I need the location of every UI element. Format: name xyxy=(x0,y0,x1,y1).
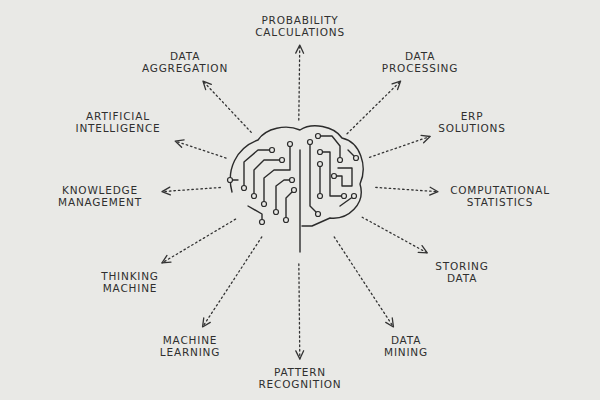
topic-label: DATA AGGREGATION xyxy=(140,50,230,74)
topic-label: MACHINE LEARNING xyxy=(150,334,230,358)
topic-label: DATA PROCESSING xyxy=(375,50,465,74)
dotted-shaft xyxy=(162,187,220,191)
arrowhead xyxy=(386,318,394,327)
arrow xyxy=(162,219,236,263)
arrowhead xyxy=(418,246,427,253)
arrowhead xyxy=(203,318,211,327)
topic-label: PROBABILITY CALCULATIONS xyxy=(245,14,355,38)
topic-label: ERP SOLUTIONS xyxy=(437,110,507,134)
topic-label: THINKING MACHINE xyxy=(90,270,170,294)
arrowhead xyxy=(392,81,401,89)
arrowhead xyxy=(162,187,170,195)
topic-label: PATTERN RECOGNITION xyxy=(245,366,355,390)
arrow xyxy=(175,140,226,158)
dotted-shaft xyxy=(162,219,236,263)
arrowhead xyxy=(162,255,171,263)
arrowhead xyxy=(175,140,184,147)
arrow xyxy=(296,264,304,359)
dotted-shaft xyxy=(334,237,393,327)
arrow xyxy=(296,45,304,120)
topic-label: DATA MINING xyxy=(371,334,441,358)
arrow xyxy=(376,187,438,195)
topic-label: COMPUTATIONAL STATISTICS xyxy=(445,184,555,208)
dotted-shaft xyxy=(362,217,427,253)
dotted-shaft xyxy=(347,81,401,134)
topic-label: KNOWLEDGE MANAGEMENT xyxy=(45,184,155,208)
topic-label: STORING DATA xyxy=(427,260,497,284)
arrowhead xyxy=(296,45,304,53)
dotted-shaft xyxy=(376,187,438,191)
dotted-shaft xyxy=(370,136,430,157)
dotted-shaft xyxy=(298,264,300,359)
dotted-shaft xyxy=(175,141,226,158)
arrowhead xyxy=(296,351,304,359)
arrow xyxy=(203,237,262,327)
arrow xyxy=(370,135,430,157)
arrowhead xyxy=(430,187,438,195)
dotted-shaft xyxy=(298,45,300,120)
arrow xyxy=(362,217,427,253)
arrowhead xyxy=(421,135,430,142)
dotted-shaft xyxy=(203,237,262,327)
arrowhead xyxy=(203,81,211,90)
arrow xyxy=(203,81,251,132)
arrow xyxy=(334,237,393,327)
topic-label: ARTIFICIAL INTELLIGENCE xyxy=(63,110,173,134)
arrow xyxy=(162,187,220,195)
arrow xyxy=(347,81,401,134)
dotted-shaft xyxy=(203,81,251,132)
